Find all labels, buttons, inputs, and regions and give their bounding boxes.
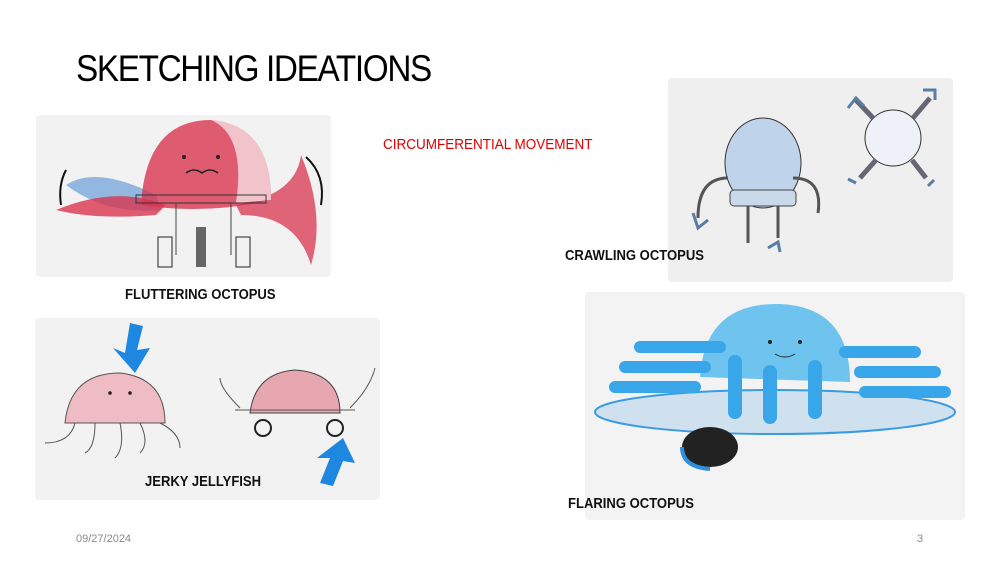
slide-subtitle: CIRCUMFERENTIAL MOVEMENT [383, 136, 593, 153]
jerky-jellyfish-label: JERKY JELLYFISH [145, 474, 262, 490]
fluttering-octopus-label: FLUTTERING OCTOPUS [125, 287, 276, 303]
crawling-octopus-sketch [668, 78, 953, 282]
flaring-octopus-label: FLARING OCTOPUS [568, 496, 694, 512]
page-number: 3 [917, 533, 924, 545]
slide-title: SKETCHING IDEATIONS [76, 48, 432, 89]
footer-date: 09/27/2024 [76, 533, 132, 545]
fluttering-octopus-sketch [36, 115, 331, 277]
crawling-octopus-label: CRAWLING OCTOPUS [565, 248, 704, 264]
jerky-jellyfish-sketch [35, 318, 380, 500]
flaring-octopus-sketch [585, 292, 965, 520]
